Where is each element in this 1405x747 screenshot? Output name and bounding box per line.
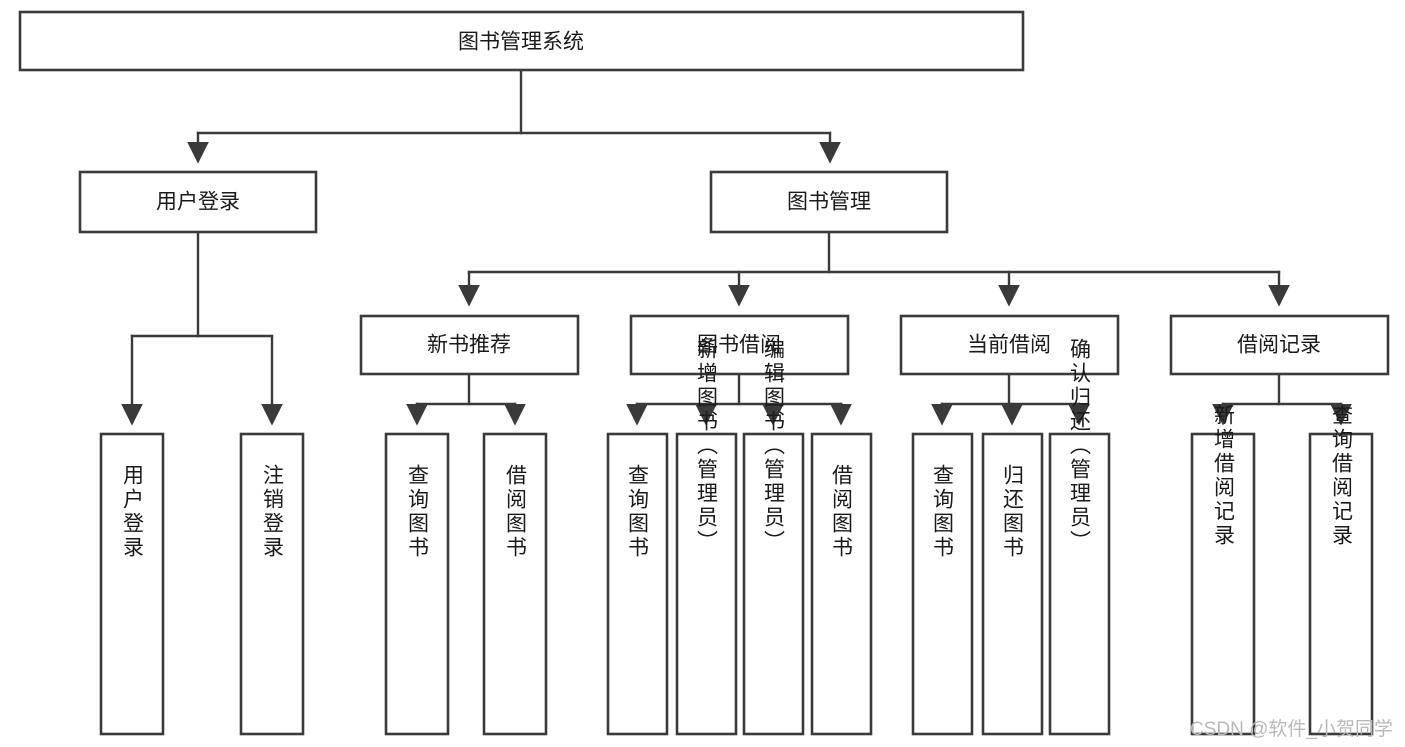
new-book-recommendation-box[interactable] (359, 314, 580, 376)
leaf-add-borrow-record[interactable]: 新增借阅记录 (1190, 404, 1256, 736)
leaf-label: 查询图书 (626, 464, 650, 560)
leaf-logout[interactable]: 注销登录 (239, 432, 305, 736)
leaf-label: 借阅图书 (830, 464, 854, 560)
leaf-return-books[interactable]: 归还图书 (981, 432, 1044, 736)
leaf-borrow-books-borrow[interactable]: 借阅图书 (810, 432, 873, 736)
leaf-query-borrow-record[interactable]: 查询借阅记录 (1308, 404, 1374, 736)
leaf-query-books-current[interactable]: 查询图书 (911, 432, 974, 736)
leaf-box[interactable] (482, 432, 548, 736)
leaf-box[interactable] (911, 432, 974, 736)
leaf-box[interactable] (1308, 432, 1374, 736)
leaf-box[interactable] (675, 432, 738, 736)
book-borrowing-box[interactable] (629, 314, 850, 376)
node-book-management[interactable]: 图书管理 (709, 170, 949, 234)
node-root-book-management-system[interactable]: 图书管理系统 (18, 10, 1025, 72)
leaf-box[interactable] (1190, 432, 1256, 736)
leaf-label: 用户登录 (121, 464, 145, 560)
leaf-edit-book-admin[interactable]: 编辑图书（管理员） (742, 338, 805, 736)
node-new-book-recommendation[interactable]: 新书推荐 (359, 314, 580, 376)
borrowing-records-label: 借阅记录 (1237, 334, 1321, 357)
leaf-borrow-books-newbook[interactable]: 借阅图书 (482, 432, 548, 736)
new-book-recommendation-label: 新书推荐 (427, 334, 511, 357)
user-login-label: 用户登录 (156, 191, 240, 214)
leaf-user-login[interactable]: 用户登录 (99, 432, 165, 736)
leaf-label: 注销登录 (261, 464, 285, 560)
leaf-label: 查询图书 (931, 464, 955, 560)
leaf-box[interactable] (810, 432, 873, 736)
root-label: 图书管理系统 (458, 31, 584, 54)
node-borrowing-records[interactable]: 借阅记录 (1169, 314, 1390, 376)
book-borrowing-label: 图书借阅 (697, 334, 781, 357)
leaf-confirm-return-admin[interactable]: 确认归还（管理员） (1048, 338, 1111, 736)
leaf-add-book-admin[interactable]: 新增图书（管理员） (675, 338, 738, 736)
leaf-box[interactable] (384, 432, 450, 736)
node-book-borrowing[interactable]: 图书借阅 (629, 314, 850, 376)
leaf-label: 查询图书 (406, 464, 430, 560)
root-box[interactable] (18, 10, 1025, 72)
leaf-box[interactable] (1048, 432, 1111, 736)
book-management-box[interactable] (709, 170, 949, 234)
csdn-watermark: CSDN @软件_小贺同学 (1190, 719, 1393, 740)
leaf-box[interactable] (606, 432, 669, 736)
leaf-box[interactable] (99, 432, 165, 736)
leaf-label: 新增图书（管理员） (695, 338, 719, 554)
leaf-label: 编辑图书（管理员） (762, 338, 786, 554)
leaf-box[interactable] (981, 432, 1044, 736)
user-login-box[interactable] (78, 170, 318, 234)
leaf-label: 借阅图书 (504, 464, 528, 560)
leaf-label: 确认归还（管理员） (1068, 338, 1092, 554)
leaf-box[interactable] (742, 432, 805, 736)
leaf-query-books-borrow[interactable]: 查询图书 (606, 432, 669, 736)
connector-layer (121, 68, 1352, 426)
leaf-label: 归还图书 (1001, 464, 1025, 560)
leaf-query-books-newbook[interactable]: 查询图书 (384, 432, 450, 736)
leaf-box[interactable] (239, 432, 305, 736)
leaf-label: 新增借阅记录 (1212, 404, 1236, 548)
node-user-login[interactable]: 用户登录 (78, 170, 318, 234)
current-borrowing-box[interactable] (899, 314, 1120, 376)
node-current-borrowing[interactable]: 当前借阅 (899, 314, 1120, 376)
borrowing-records-box[interactable] (1169, 314, 1390, 376)
current-borrowing-label: 当前借阅 (967, 334, 1051, 357)
leaf-label: 查询借阅记录 (1330, 404, 1354, 548)
book-management-label: 图书管理 (787, 191, 871, 214)
